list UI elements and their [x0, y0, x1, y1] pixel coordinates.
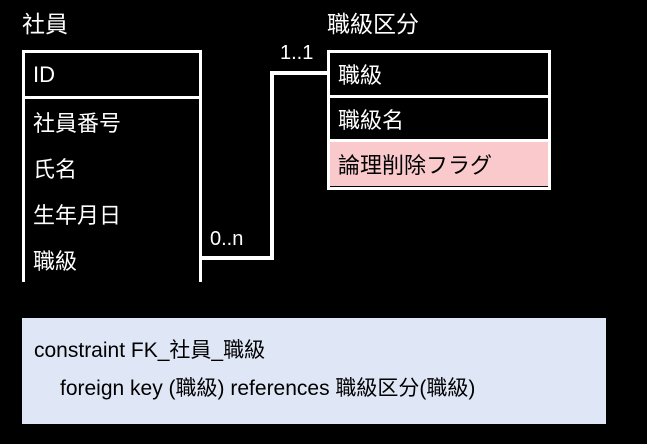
attribute-employee-3: 職級: [25, 237, 199, 283]
entity-title-employee: 社員: [22, 11, 68, 37]
cardinality-label-target: 1..1: [280, 42, 314, 64]
attribute-employee-1: 氏名: [25, 145, 199, 191]
constraint-note-line-1: constraint FK_社員_職級: [34, 339, 266, 362]
entity-title-rank: 職級区分: [327, 11, 419, 37]
entity-box-rank[interactable]: 職級 職級名 論理削除フラグ: [327, 50, 551, 190]
attribute-rank-pk: 職級: [330, 53, 548, 98]
constraint-note-line-2: foreign key (職級) references 職級区分(職級): [60, 377, 476, 400]
attribute-employee-2: 生年月日: [25, 191, 199, 237]
attribute-employee-pk: ID: [25, 53, 199, 99]
cardinality-label-source: 0..n: [210, 228, 244, 250]
attribute-rank-0: 職級名: [330, 98, 548, 142]
attribute-employee-0: 社員番号: [25, 99, 199, 145]
entity-box-employee[interactable]: ID 社員番号 氏名 生年月日 職級: [22, 50, 202, 283]
constraint-note: constraint FK_社員_職級 foreign key (職級) ref…: [22, 318, 606, 424]
attribute-rank-1: 論理削除フラグ: [330, 142, 548, 186]
